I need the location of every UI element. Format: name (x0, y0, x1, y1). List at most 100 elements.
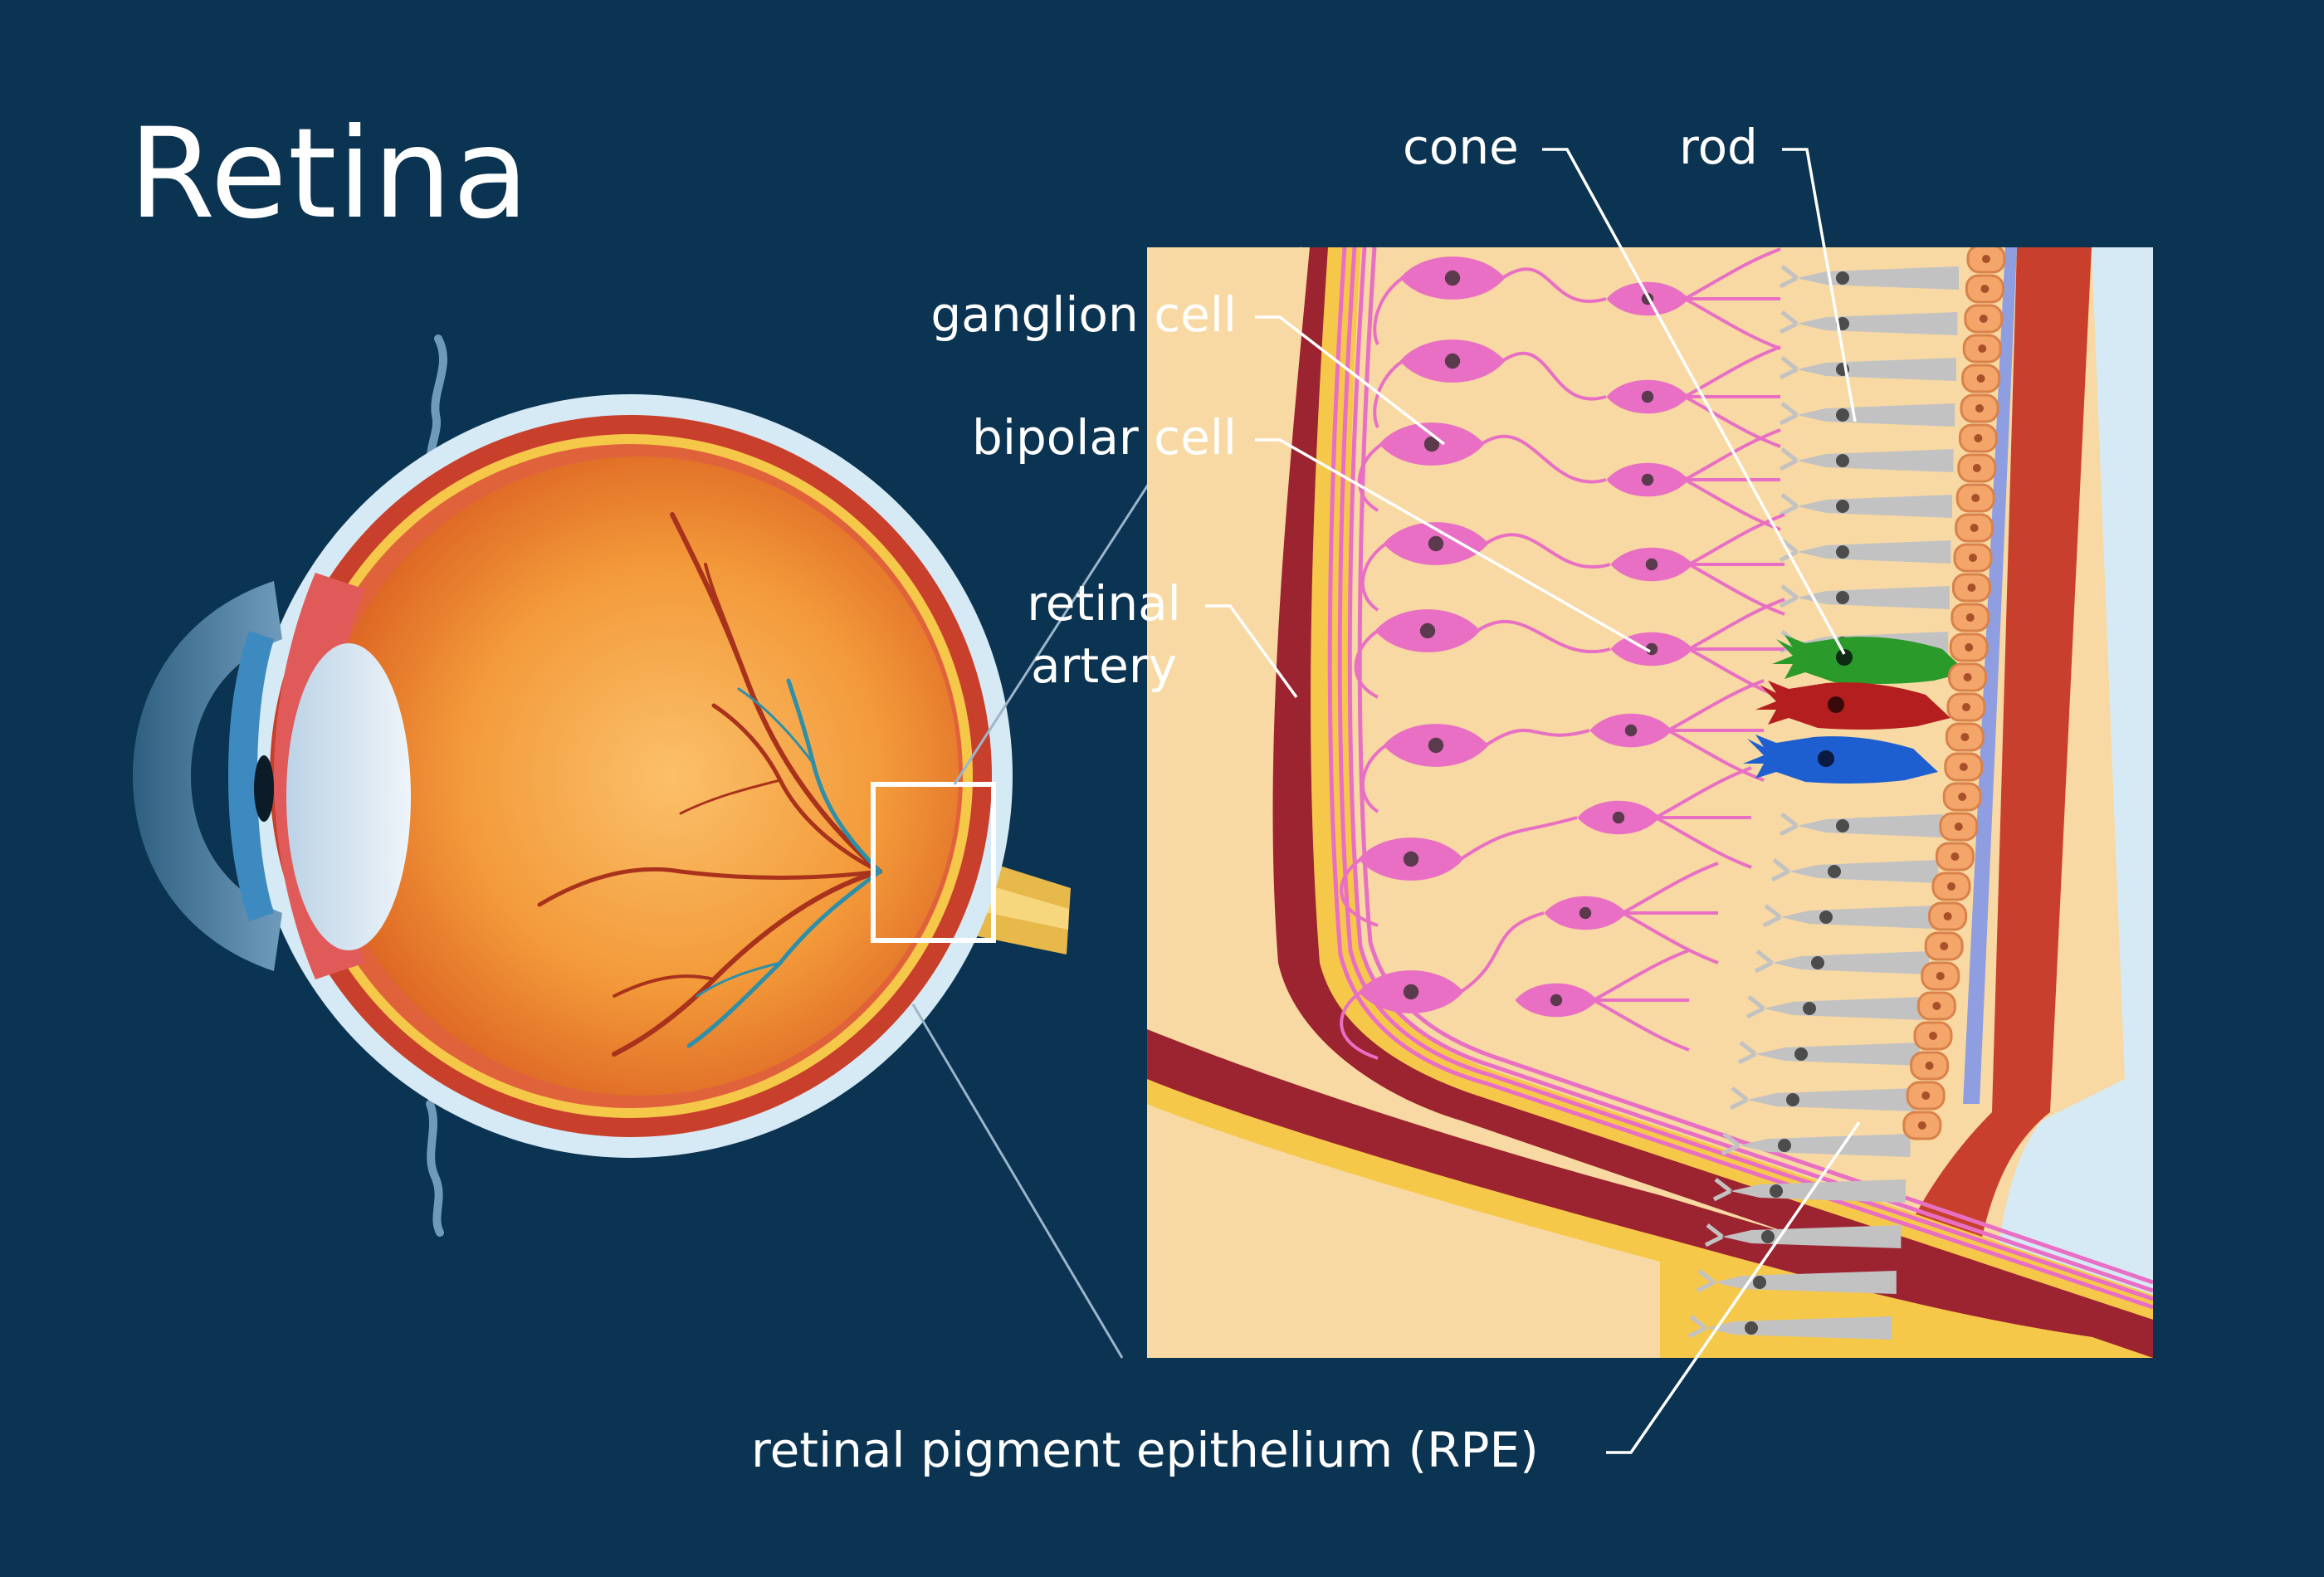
rpe-nucleus (1976, 374, 1985, 383)
label-rpe: retinal pigment epithelium (RPE) (751, 1422, 1539, 1478)
rod-cell (1779, 584, 1950, 609)
neuron-cells (1340, 247, 1785, 1060)
rod-cell (1672, 1408, 1882, 1431)
neuron (1606, 462, 1689, 497)
rpe-nucleus (1932, 1002, 1941, 1010)
rpe-nucleus (1943, 912, 1952, 920)
rpe-leader (1606, 1121, 1861, 1454)
rpe-cells (1902, 247, 2006, 1140)
rpe-nucleus (1971, 494, 1980, 502)
rpe-nucleus (1963, 673, 1972, 681)
rod-cell (1721, 1132, 1911, 1157)
rod-cell (1779, 813, 1943, 837)
rpe-nucleus (1970, 524, 1979, 532)
rpe-nucleus (1980, 285, 1990, 293)
red-cone (1755, 681, 1950, 730)
label-ganglion-cell: ganglion cell (930, 286, 1237, 343)
neuron (1610, 547, 1693, 582)
rod-cell (1754, 950, 1929, 974)
rod-cell (1745, 995, 1925, 1020)
vitreous-body (320, 456, 959, 1096)
label-retinal-artery-line1: retinal (1027, 575, 1181, 632)
rpe-nucleus (1965, 643, 1974, 652)
neuron (1358, 970, 1464, 1013)
blue-cone (1743, 735, 1938, 784)
label-retinal-artery-line2: artery (1031, 637, 1177, 695)
rpe-nucleus (1925, 1062, 1934, 1070)
rod-cell (1779, 265, 1959, 290)
rod-cell (1762, 904, 1934, 929)
rpe-nucleus (1960, 733, 1970, 741)
neuron (1544, 896, 1627, 930)
rpe-nucleus (1936, 972, 1945, 980)
eye-cross-section (133, 247, 1303, 1359)
lower-eyelid-line (426, 1100, 444, 1237)
pupil (254, 755, 274, 822)
bipolar-leader (1255, 438, 1651, 653)
neuron (1358, 837, 1464, 881)
neuron (1399, 339, 1506, 383)
neuron (1383, 522, 1489, 565)
rpe-nucleus (1962, 703, 1970, 711)
bruchs-membrane (1963, 247, 2017, 1104)
rpe-nucleus (1917, 1121, 1926, 1130)
iris (228, 631, 274, 921)
rod-cell (1779, 493, 1952, 518)
page-title: Retina (129, 102, 530, 247)
rod-cell (1712, 1178, 1906, 1203)
label-cone: cone (1403, 119, 1519, 175)
green-cone (1772, 635, 1967, 685)
rpe-nucleus (1929, 1032, 1937, 1040)
zoom-box (871, 782, 996, 943)
cone-leader (1542, 148, 1846, 655)
rod-cell (1681, 1362, 1887, 1385)
rpe-nucleus (1982, 255, 1990, 263)
rpe-nucleus (1958, 793, 1967, 801)
cone-cells (1743, 635, 1967, 784)
rpe-nucleus (1959, 763, 1968, 771)
neuron (1379, 422, 1485, 466)
zoom-line-bottom (911, 1003, 1124, 1359)
rod-cell (1704, 1223, 1902, 1248)
rpe-nucleus (1978, 344, 1987, 353)
rod-leader (1782, 148, 1857, 422)
rpe-nucleus (1979, 315, 1988, 323)
label-bipolar-cell: bipolar cell (972, 409, 1237, 466)
cornea (133, 581, 282, 971)
rpe-nucleus (1947, 882, 1955, 891)
neuron (1374, 609, 1481, 652)
neuron (1515, 983, 1598, 1018)
label-rod: rod (1679, 119, 1758, 175)
rod-cell (1779, 447, 1954, 472)
detail-choroid (1868, 247, 2092, 1358)
rpe-nucleus (1940, 942, 1949, 950)
neuron (1577, 800, 1660, 835)
nerve-fiber-layer (1327, 247, 2153, 1310)
rpe-nucleus (1967, 583, 1976, 592)
dendrites (1340, 247, 1785, 1060)
rod-cell (1779, 402, 1955, 427)
blood-vessels (537, 512, 882, 1057)
rpe-nucleus (1969, 554, 1977, 562)
neuron (1606, 379, 1689, 414)
detail-sclera (1992, 247, 2153, 1358)
rod-cell (1696, 1269, 1897, 1294)
retina-detail-panel (1147, 247, 2153, 1431)
rpe-nucleus (1972, 464, 1981, 472)
rod-cell (1687, 1315, 1892, 1340)
rod-cell (1770, 858, 1939, 883)
lens (286, 643, 411, 950)
rpe-nucleus (1975, 404, 1984, 413)
ganglion-leader (1255, 315, 1446, 446)
rod-cell (1737, 1041, 1920, 1066)
rod-cell (1729, 1086, 1916, 1111)
artery-leader (1205, 604, 1298, 699)
rpe-nucleus (1965, 613, 1975, 622)
leader-lines (1205, 148, 1861, 1454)
upper-eyelid-line (427, 334, 447, 469)
label-retinal-artery: retinal artery (996, 573, 1212, 698)
rpe-nucleus (1974, 434, 1983, 442)
rpe-nucleus (1950, 852, 1960, 861)
rpe-nucleus (1954, 823, 1963, 831)
